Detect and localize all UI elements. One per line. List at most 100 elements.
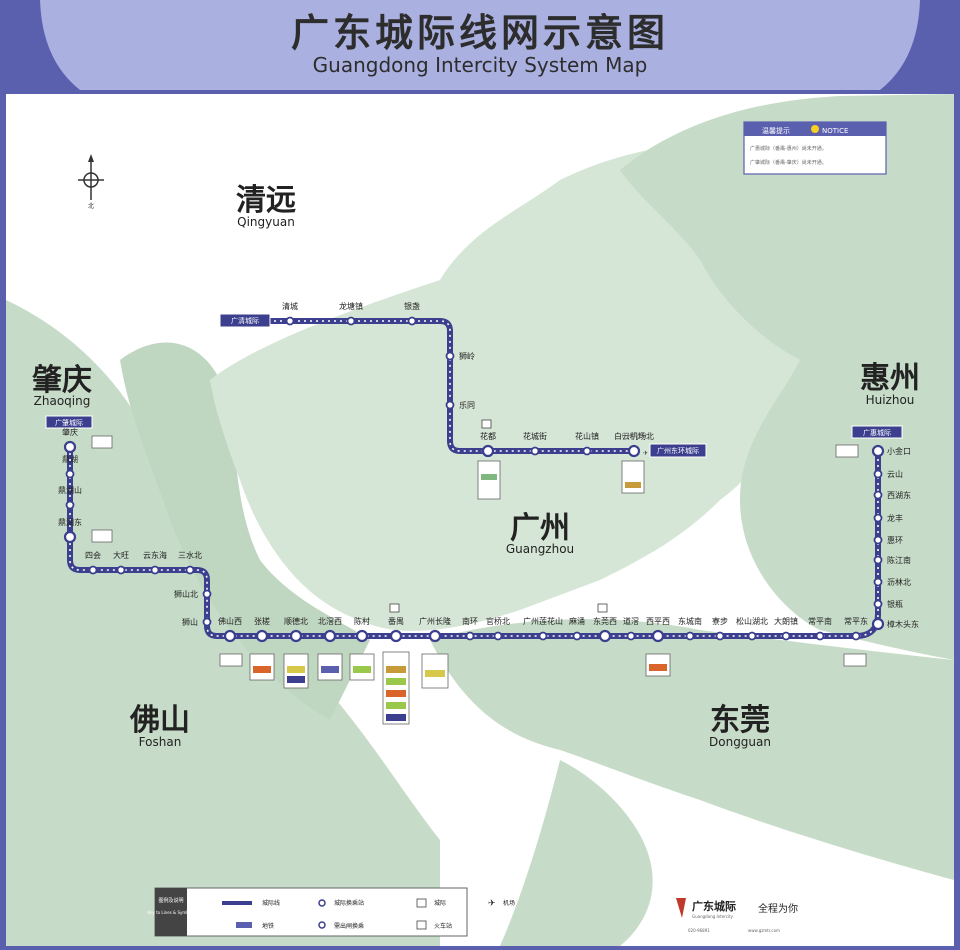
- station-label-east-3: 龙丰: [887, 513, 903, 523]
- line-tag-guangqing: 广清城际: [219, 313, 271, 328]
- station-marker-south-7: [465, 631, 475, 641]
- region-dongguan: [430, 619, 954, 880]
- transfer-tag-panyu-3: [386, 690, 406, 697]
- station-label-south-18: 常平南: [808, 616, 832, 626]
- transfer-tag-panyu-2: [386, 678, 406, 685]
- station-marker-south-15: [715, 631, 725, 641]
- station-marker-south-18: [815, 631, 825, 641]
- transfer-box-dinghudong: [91, 529, 113, 543]
- stations: 清城龙塘镇银盏狮岭乐同花都花城街花山镇白云机场北肇庆鼎湖鼎湖山鼎湖东四会大旺云东…: [58, 301, 919, 643]
- station-marker-west-9: [202, 617, 212, 627]
- transfer-box-foshanxi: [219, 653, 243, 667]
- header-banner: [40, 0, 920, 90]
- station-marker-north-2: [407, 316, 417, 326]
- transfer-tag-huadu: [481, 474, 497, 480]
- station-label-north-7: 花山镇: [575, 431, 599, 441]
- station-marker-west-7: [185, 565, 195, 575]
- transfer-tag-xipingxi: [649, 664, 667, 671]
- station-marker-north-5: [481, 444, 495, 458]
- station-label-west-1: 鼎湖: [62, 455, 78, 464]
- intercity-icon-huadu: [481, 419, 492, 429]
- station-label-south-11: 东莞西: [593, 616, 617, 626]
- transfer-tag-chencun: [353, 666, 371, 673]
- transfer-box-zhangmutoudong: [843, 653, 867, 667]
- station-label-south-8: 官桥北: [486, 616, 510, 626]
- station-label-south-6: 广州长隆: [419, 616, 451, 626]
- legend-item-train: 火车站: [434, 922, 452, 930]
- station-marker-north-6: [530, 446, 540, 456]
- city-guangzhou-en: Guangzhou: [506, 542, 574, 556]
- city-zhaoqing-zh: 肇庆: [32, 363, 92, 398]
- city-dongguan-zh: 东莞: [710, 703, 770, 738]
- legend-metro-swatch: [236, 922, 252, 928]
- station-marker-south-8: [493, 631, 503, 641]
- station-label-west-9: 狮山: [182, 617, 198, 627]
- station-label-south-10: 麻涌: [569, 616, 585, 626]
- transfer-tag-panyu-4: [386, 702, 406, 709]
- airport-icon: ✈: [643, 450, 648, 457]
- station-label-north-0: 清城: [282, 301, 298, 311]
- brand-name-en: Guangdong Intercity: [692, 914, 734, 919]
- station-label-east-8: 樟木头东: [887, 619, 919, 629]
- regions: [6, 94, 954, 946]
- legend-title: 图例及说明: [158, 897, 183, 904]
- svg-text:广州东环城际: 广州东环城际: [657, 446, 699, 455]
- legend-transfer-swatch: [318, 899, 326, 907]
- station-label-south-4: 陈村: [354, 616, 370, 626]
- station-marker-south-17: [781, 631, 791, 641]
- notice-title-en: NOTICE: [822, 127, 848, 135]
- station-label-south-17: 大朗镇: [774, 616, 798, 626]
- legend-frame: [154, 887, 468, 937]
- city-dongguan-en: Dongguan: [709, 735, 771, 749]
- station-label-south-14: 东城南: [678, 616, 702, 626]
- station-marker-south-2: [289, 629, 303, 643]
- station-label-south-12: 道滘: [623, 616, 639, 626]
- station-marker-east-7: [873, 599, 883, 609]
- legend-item-intercity: 城际: [434, 899, 446, 907]
- station-label-south-7: 南环: [462, 616, 478, 626]
- intercity-icon-panyu: [389, 603, 400, 613]
- station-marker-east-4: [873, 535, 883, 545]
- station-label-north-3: 狮岭: [459, 351, 475, 361]
- station-marker-north-1: [346, 316, 356, 326]
- region-zhaoqing-hills: [120, 342, 370, 720]
- city-foshan-zh: 佛山: [129, 703, 190, 738]
- station-label-east-1: 云山: [887, 469, 903, 479]
- transfer-box-zhaoqing: [91, 435, 113, 449]
- station-label-south-15: 寮步: [712, 616, 728, 626]
- transfer-tag-airport: [625, 482, 641, 488]
- station-label-east-2: 西湖东: [887, 490, 911, 500]
- station-marker-west-4: [88, 565, 98, 575]
- station-marker-south-3: [323, 629, 337, 643]
- station-label-north-2: 银盏: [404, 301, 420, 311]
- compass-label: 北: [88, 202, 94, 210]
- airport-note: (T3航站楼): [621, 432, 646, 439]
- intercity-icon-dongguanxi: [597, 603, 608, 613]
- station-marker-east-1: [873, 469, 883, 479]
- legend-intercity-swatch: [416, 898, 427, 908]
- notice-box: 温馨提示 NOTICE 广惠城际（番禺-惠州）尚未开通。 广肇城际（番禺-肇庆）…: [743, 121, 887, 175]
- station-marker-north-0: [285, 316, 295, 326]
- rail-lines: [67, 318, 881, 639]
- transfer-box-xiaojinkou: [835, 444, 859, 458]
- station-marker-west-0: [63, 440, 77, 454]
- station-marker-south-11: [598, 629, 612, 643]
- station-marker-south-13: [651, 629, 665, 643]
- legend-airport-icon: ✈: [488, 899, 496, 909]
- line-tag-dongping: 广州东环城际: [649, 443, 707, 458]
- station-label-east-7: 银瓶: [887, 599, 903, 609]
- brand-website: www.gzmtr.com: [748, 928, 780, 933]
- transfer-tag-panyu-1: [386, 666, 406, 673]
- station-label-west-0: 肇庆: [62, 427, 78, 437]
- smile-icon: [811, 125, 819, 133]
- station-marker-south-9: [538, 631, 548, 641]
- station-marker-east-0: [871, 444, 885, 458]
- station-label-west-3: 鼎湖东: [58, 517, 82, 527]
- svg-text:广惠城际: 广惠城际: [863, 428, 891, 437]
- brand-slogan: 全程为你: [758, 902, 798, 915]
- station-marker-south-14: [685, 631, 695, 641]
- station-label-south-16: 松山湖北: [736, 616, 768, 626]
- map-title: 广东城际线网示意图: [291, 11, 669, 55]
- map-subtitle: Guangdong Intercity System Map: [313, 53, 648, 77]
